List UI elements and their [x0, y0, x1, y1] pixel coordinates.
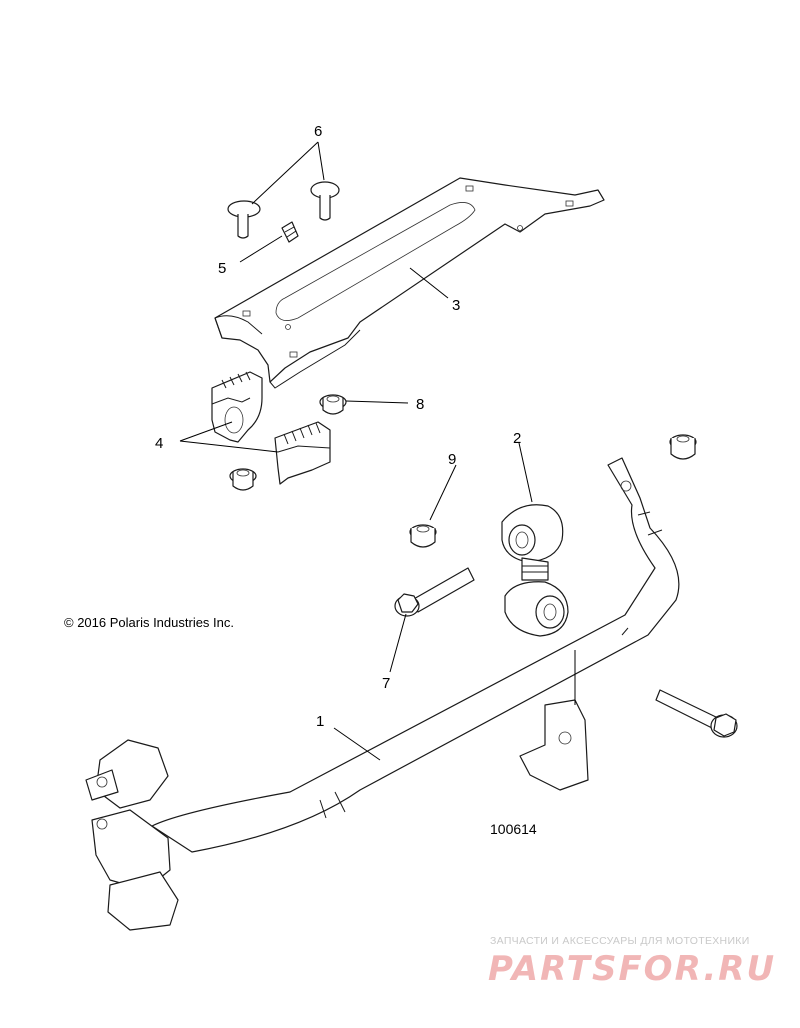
callout-9: 9 [448, 451, 456, 468]
carriage-bolt-right [310, 181, 340, 221]
callout-3: 3 [452, 297, 460, 314]
callout-6: 6 [314, 123, 322, 140]
callout-7: 7 [382, 675, 390, 692]
sway-bar-end-link [501, 504, 569, 637]
figure-number: 100614 [490, 821, 537, 837]
flange-bolt-lower-right [655, 689, 738, 738]
bushing-lower [274, 421, 331, 485]
sway-bar [151, 457, 680, 853]
right-frame-tab [519, 699, 589, 791]
bushing-upper [211, 371, 263, 443]
flange-nut-lower-left [229, 468, 257, 491]
callout-8: 8 [416, 396, 424, 413]
flange-nut-right [669, 434, 697, 460]
watermark-tagline: ЗАПЧАСТИ И АКСЕССУАРЫ ДЛЯ МОТОТЕХНИКИ [490, 935, 750, 947]
callout-4: 4 [155, 435, 163, 452]
left-mount-assembly [85, 739, 179, 931]
mounting-bracket [214, 177, 605, 389]
flange-bolt-7 [394, 567, 475, 617]
callout-2: 2 [513, 430, 521, 447]
callout-labels: 6 5 3 8 4 2 9 7 1 [155, 123, 521, 730]
flange-nut-9 [409, 524, 437, 548]
watermark-brand: PARTSFOR.RU [488, 949, 776, 989]
copyright-text: © 2016 Polaris Industries Inc. [64, 615, 234, 630]
leader-lines [179, 141, 576, 761]
callout-5: 5 [218, 260, 226, 277]
carriage-bolt-left [227, 200, 261, 239]
watermark: ЗАПЧАСТИ И АКСЕССУАРЫ ДЛЯ МОТОТЕХНИКИ PA… [488, 935, 776, 989]
callout-1: 1 [316, 713, 324, 730]
grease-fitting [281, 221, 299, 243]
flange-nut-8 [319, 394, 347, 415]
